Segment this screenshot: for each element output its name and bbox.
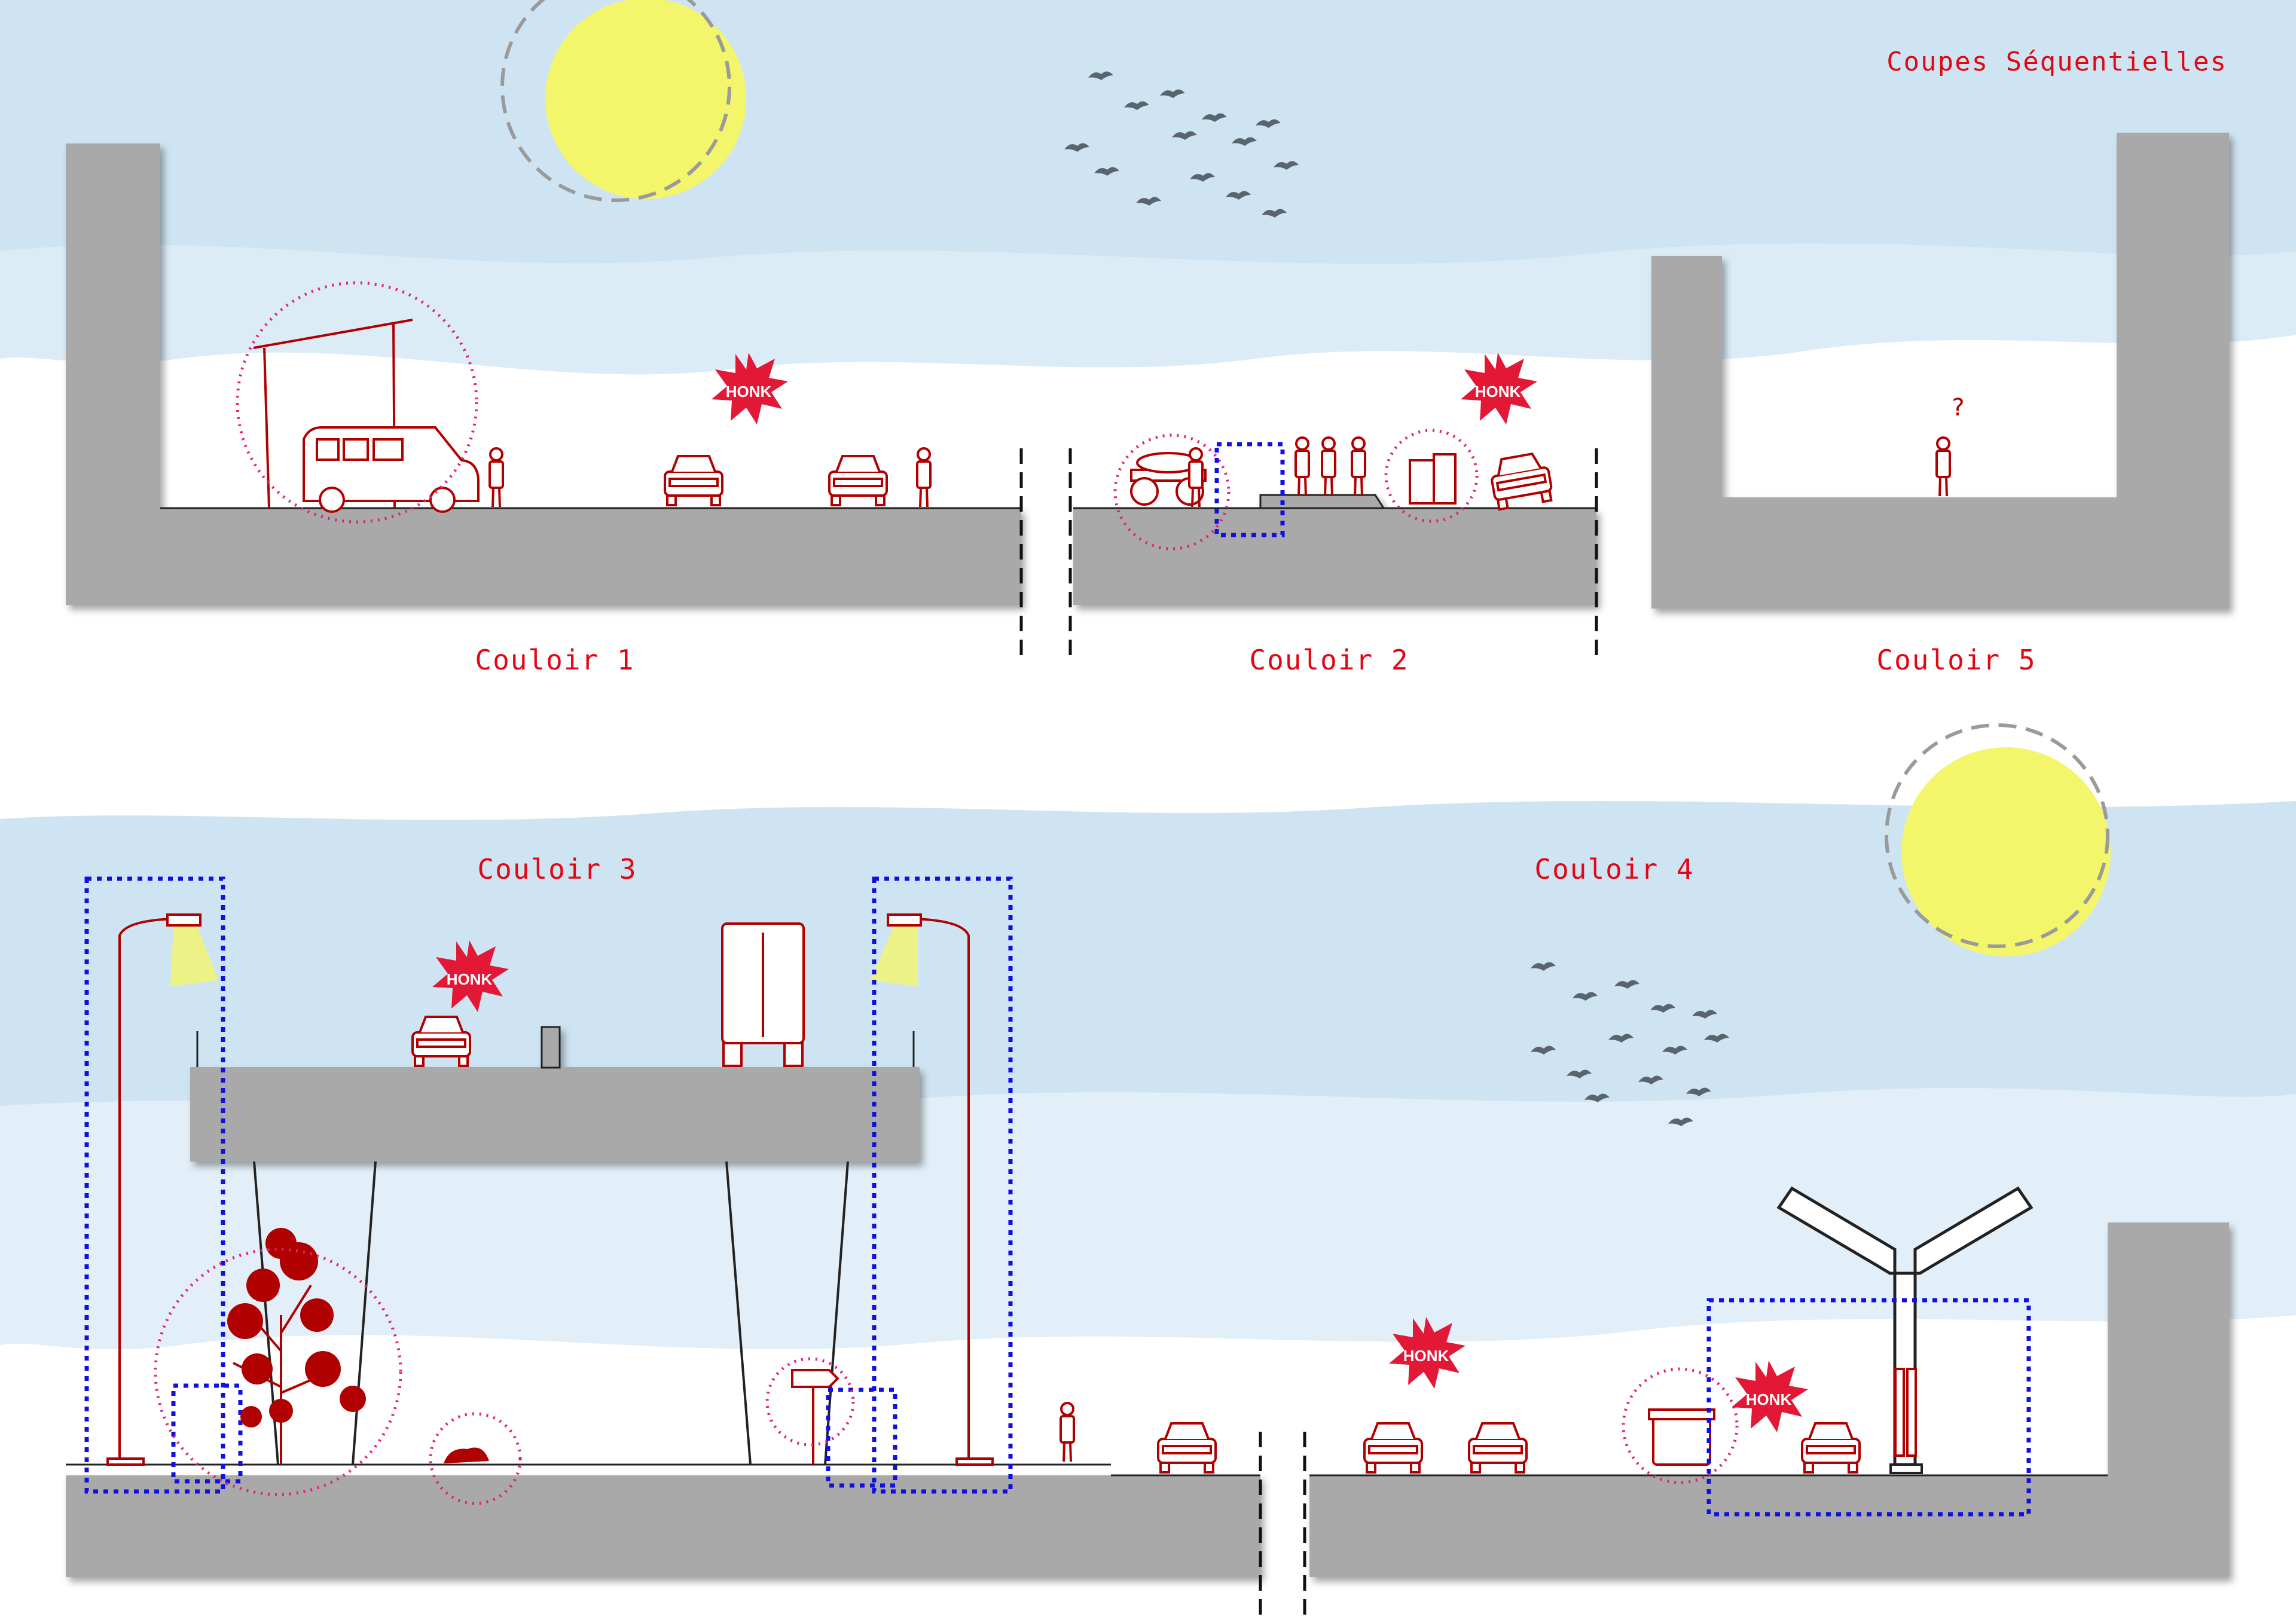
pedestrian-icon <box>1060 1402 1075 1463</box>
street-lamp-icon <box>106 913 218 1466</box>
sun-icon <box>500 0 746 202</box>
car-icon <box>1487 450 1555 511</box>
pedestrian-icon <box>1351 436 1366 497</box>
page-title: Coupes Séquentielles <box>1886 47 2227 77</box>
tree-icon <box>227 1228 366 1465</box>
attention-circle <box>1113 433 1231 551</box>
attention-frame <box>1706 1298 2031 1517</box>
car-icon <box>1363 1422 1423 1474</box>
car-icon <box>1801 1422 1861 1474</box>
attention-circle <box>1622 1367 1739 1484</box>
attention-frame <box>872 876 1013 1494</box>
truck-icon <box>721 922 805 1067</box>
shade-canopy-icon <box>1776 1186 2034 1474</box>
svg-text:HONK: HONK <box>1475 383 1521 401</box>
honk-burst-icon: HONK <box>712 353 788 424</box>
couloir-1-section <box>66 143 1021 605</box>
svg-text:HONK: HONK <box>1746 1390 1792 1408</box>
svg-text:HONK: HONK <box>447 970 493 988</box>
car-icon <box>828 455 888 506</box>
attention-circle <box>1384 429 1479 523</box>
couloir-3-section <box>66 1026 1260 1577</box>
attention-circle <box>236 281 478 524</box>
street-lamp-icon <box>870 913 994 1466</box>
attention-circle <box>765 1357 855 1447</box>
honk-burst-icon: HONK <box>1732 1361 1808 1432</box>
couloir-4-section <box>1309 1222 2229 1577</box>
signpost-icon <box>791 1369 839 1465</box>
honk-burst-icon: HONK <box>1389 1317 1465 1389</box>
sun-icon <box>1885 723 2111 956</box>
section-label-couloir-2: Couloir 2 <box>1249 644 1409 676</box>
trash-bin-icon <box>1409 453 1457 505</box>
pedestrian-icon <box>1294 436 1310 497</box>
section-label-couloir-4: Couloir 4 <box>1534 853 1694 885</box>
van-icon <box>303 426 480 513</box>
honk-burst-icon: HONK <box>1461 353 1537 424</box>
debris-icon <box>444 1447 489 1463</box>
attention-circle <box>154 1248 402 1496</box>
question-mark: ? <box>1952 394 1964 421</box>
svg-text:HONK: HONK <box>1403 1347 1449 1365</box>
couloir-2-section <box>1073 494 1596 605</box>
car-icon <box>1468 1422 1528 1474</box>
attention-frame <box>1214 442 1285 537</box>
section-label-couloir-5: Couloir 5 <box>1876 644 2036 676</box>
svg-text:HONK: HONK <box>726 383 772 401</box>
car-icon <box>1157 1422 1217 1474</box>
couloir-5-section <box>1651 133 2229 609</box>
pedestrian-icon <box>1935 436 1951 497</box>
section-label-couloir-1: Couloir 1 <box>475 644 634 676</box>
attention-frame <box>826 1387 897 1488</box>
car-icon <box>664 455 723 506</box>
cart-icon <box>1130 452 1207 506</box>
attention-circle <box>429 1412 522 1505</box>
trash-bin-icon <box>1648 1408 1715 1466</box>
honk-burst-icon: HONK <box>432 940 509 1012</box>
section-label-couloir-3: Couloir 3 <box>477 853 637 885</box>
pedestrian-icon <box>916 447 932 508</box>
attention-frame <box>171 1383 243 1484</box>
attention-frame <box>84 876 225 1494</box>
pedestrian-icon <box>488 447 504 508</box>
pedestrian-icon <box>1321 436 1336 497</box>
